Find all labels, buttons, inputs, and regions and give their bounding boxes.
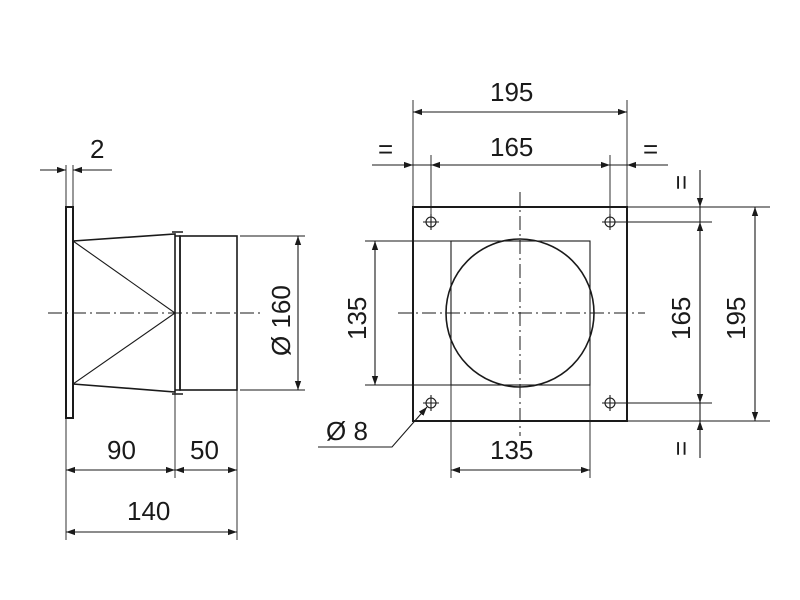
equal-mark-left: = bbox=[378, 134, 393, 164]
dim-label-length-taper: 90 bbox=[107, 435, 136, 465]
dim-label-hole-spacing-width: 165 bbox=[490, 132, 533, 162]
dim-label-diameter: Ø 160 bbox=[266, 285, 296, 356]
equal-mark-top: = bbox=[666, 175, 696, 190]
equal-mark-bottom: = bbox=[666, 441, 696, 456]
mounting-holes bbox=[423, 214, 618, 411]
front-view: 195 165 = = 135 Ø 8 135 165 = bbox=[318, 77, 770, 478]
dim-label-outer-width: 195 bbox=[490, 77, 533, 107]
hole-diameter-leader bbox=[318, 406, 428, 448]
dim-label-outer-height: 195 bbox=[721, 297, 751, 340]
side-view: 2 Ø 160 90 50 140 bbox=[40, 134, 305, 540]
dim-label-length-sleeve: 50 bbox=[190, 435, 219, 465]
dim-label-inner-width: 135 bbox=[490, 435, 533, 465]
dim-label-hole-diameter: Ø 8 bbox=[326, 416, 368, 446]
dim-label-thickness: 2 bbox=[90, 134, 104, 164]
hole-center-marks bbox=[423, 214, 618, 411]
equal-mark-right: = bbox=[643, 134, 658, 164]
dim-label-hole-spacing-height: 165 bbox=[666, 297, 696, 340]
dim-label-total-length: 140 bbox=[127, 496, 170, 526]
dim-label-inner-height: 135 bbox=[342, 297, 372, 340]
